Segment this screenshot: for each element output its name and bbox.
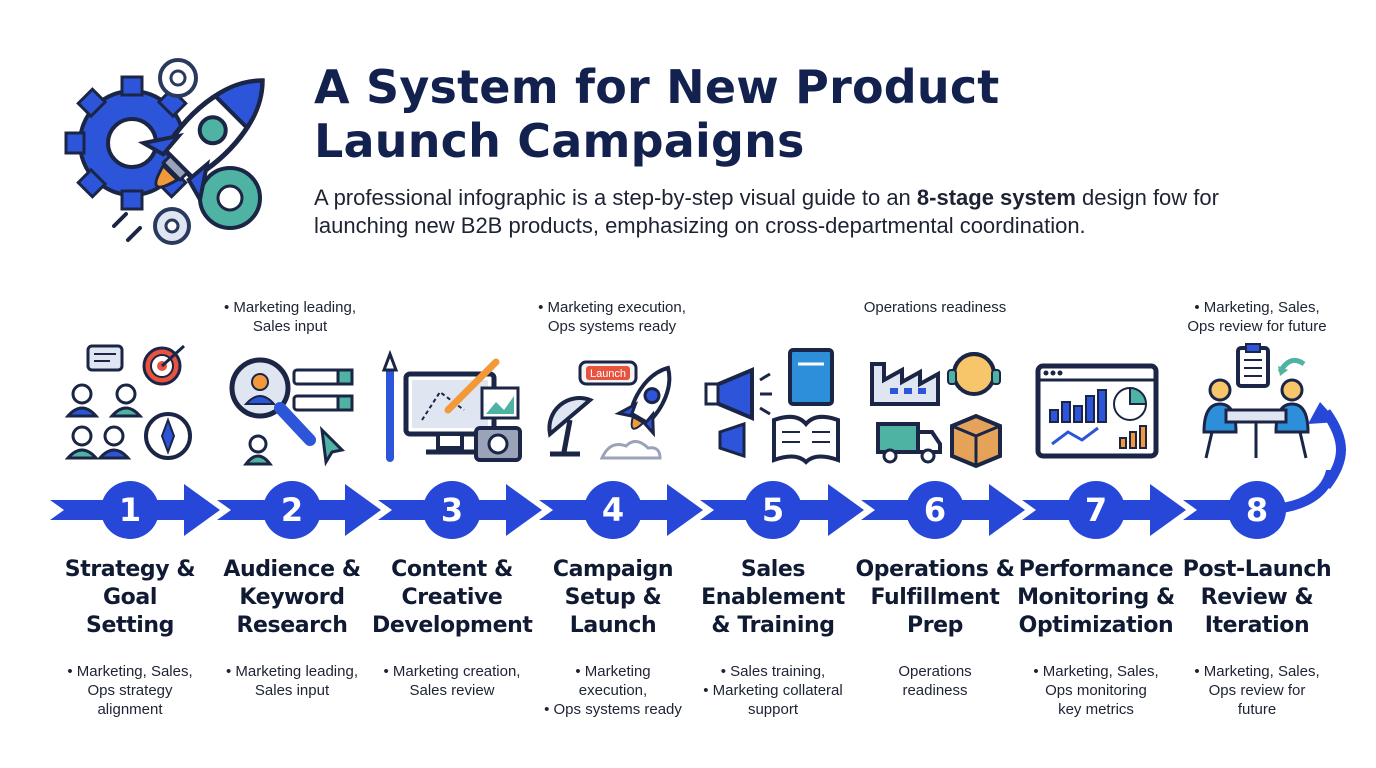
top-note-line: • Marketing, Sales, <box>1194 299 1320 316</box>
stage-note-line: • Marketing collateral <box>703 682 843 699</box>
stage-note-1: • Marketing, Sales, Ops strategy alignment <box>45 662 215 719</box>
operations-fulfillment-icon <box>870 352 1002 469</box>
stage-note-line: • Marketing creation, <box>383 663 521 680</box>
stage-note-line: key metrics <box>1058 701 1134 718</box>
stage-note-line: Operations <box>898 663 972 680</box>
stage-number-1: 1 <box>101 481 159 539</box>
stage-note-line: Sales input <box>254 682 330 699</box>
stage-title-line: Setup & <box>564 585 662 610</box>
rocket-gears-icon <box>64 58 265 245</box>
top-note-stage-2: • Marketing leading, Sales input <box>190 298 390 336</box>
stage-note-line: Ops monitoring <box>1045 682 1147 699</box>
stage-title-line: Setting <box>86 613 174 638</box>
stage-note-line: • Marketing, Sales, <box>67 663 193 680</box>
stage-number-8: 8 <box>1228 481 1286 539</box>
stage-title-line: Operations & <box>855 557 1015 582</box>
review-meeting-icon <box>1202 343 1310 459</box>
stage-title-line: & Training <box>711 613 835 638</box>
stage-note-line: • Marketing leading, <box>226 663 358 680</box>
stage-note-6: Operations readiness <box>850 662 1020 700</box>
stage-number-3: 3 <box>423 481 481 539</box>
stage-title-line: Performance <box>1018 557 1174 582</box>
stage-title-line: Development <box>372 613 533 638</box>
stage-title-line: Launch <box>569 613 657 638</box>
stage-number-2: 2 <box>263 481 321 539</box>
stage-title-line: Monitoring & <box>1017 585 1175 610</box>
stage-note-3: • Marketing creation, Sales review <box>367 662 537 700</box>
stage-title-line: Review & <box>1200 585 1314 610</box>
stage-note-line: support <box>747 701 799 718</box>
team-strategy-icon <box>64 344 192 460</box>
top-note-stage-4: • Marketing execution, Ops systems ready <box>512 298 712 336</box>
stage-title-line: Content & <box>391 557 513 582</box>
stage-title-line: Optimization <box>1018 613 1174 638</box>
process-flow-arrow <box>50 470 1337 536</box>
stage-title-line: Prep <box>906 613 964 638</box>
stage-title-line: Enablement <box>701 585 845 610</box>
stage-note-line: • Ops systems ready <box>544 701 682 718</box>
stage-note-line: readiness <box>902 682 968 699</box>
top-note-stage-6: Operations readiness <box>835 298 1035 317</box>
top-note-line: Sales input <box>252 318 328 335</box>
subtitle: A professional infographic is a step-by-… <box>314 184 1314 240</box>
stage-title-line: Goal <box>103 585 157 610</box>
top-note-stage-8: • Marketing, Sales, Ops review for futur… <box>1157 298 1357 336</box>
stage-note-line: • Sales training, <box>720 663 826 680</box>
stage-note-line: • Marketing <box>575 663 651 680</box>
stage-note-4: • Marketing execution, • Ops systems ready <box>528 662 698 719</box>
subtitle-bold: 8-stage system <box>916 185 1076 210</box>
performance-dashboard-icon <box>1035 363 1159 459</box>
stage-note-line: execution, <box>578 682 648 699</box>
stage-title-line: Sales <box>740 557 806 582</box>
top-note-line: Ops systems ready <box>547 318 677 335</box>
title-line-2: Launch Campaigns <box>314 114 805 168</box>
stage-note-line: Sales review <box>409 682 495 699</box>
top-note-line: Operations readiness <box>863 299 1007 316</box>
stage-note-line: future <box>1237 701 1277 718</box>
stage-number-4: 4 <box>584 481 642 539</box>
stage-note-5: • Sales training, • Marketing collateral s… <box>688 662 858 719</box>
top-note-line: • Marketing execution, <box>538 299 686 316</box>
stage-title-line: Creative <box>401 585 503 610</box>
stage-number-5: 5 <box>744 481 802 539</box>
feedback-arrow-icon <box>1308 402 1346 490</box>
creative-design-icon <box>381 349 522 462</box>
stage-note-line: • Marketing, Sales, <box>1033 663 1159 680</box>
stage-title-line: Campaign <box>552 557 674 582</box>
stage-note-7: • Marketing, Sales, Ops monitoring key met… <box>1011 662 1181 719</box>
stage-note-line: alignment <box>97 701 163 718</box>
stage-note-line: • Marketing, Sales, <box>1194 663 1320 680</box>
stage-note-line: Ops review for <box>1208 682 1306 699</box>
title-line-1: A System for New Product <box>314 60 1000 114</box>
stage-title-line: Keyword <box>239 585 345 610</box>
stage-title-line: Fulfillment <box>870 585 1000 610</box>
launch-rocket-icon: Launch <box>547 360 672 460</box>
stage-note-8: • Marketing, Sales, Ops review for future <box>1172 662 1342 719</box>
audience-search-icon <box>229 357 354 467</box>
stage-title-line: Research <box>236 613 348 638</box>
stage-title-line: Strategy & <box>64 557 196 582</box>
top-note-line: • Marketing leading, <box>224 299 356 316</box>
stage-number-7: 7 <box>1067 481 1125 539</box>
sales-enablement-icon <box>704 348 840 465</box>
stage-note-line: Ops strategy <box>87 682 173 699</box>
page-title: A System for New Product Launch Campaign… <box>314 60 1074 168</box>
stage-title-line: Audience & <box>223 557 361 582</box>
stage-note-2: • Marketing leading, Sales input <box>207 662 377 700</box>
top-note-line: Ops review for future <box>1187 318 1327 335</box>
subtitle-pre: A professional infographic is a step-by-… <box>314 185 917 210</box>
launch-tag: Launch <box>590 368 626 380</box>
subtitle-post: design fow for launching new B2B product… <box>314 185 1219 238</box>
stage-number-6: 6 <box>906 481 964 539</box>
stage-title-line: Post-Launch <box>1182 557 1332 582</box>
stage-title-line: Iteration <box>1204 613 1310 638</box>
